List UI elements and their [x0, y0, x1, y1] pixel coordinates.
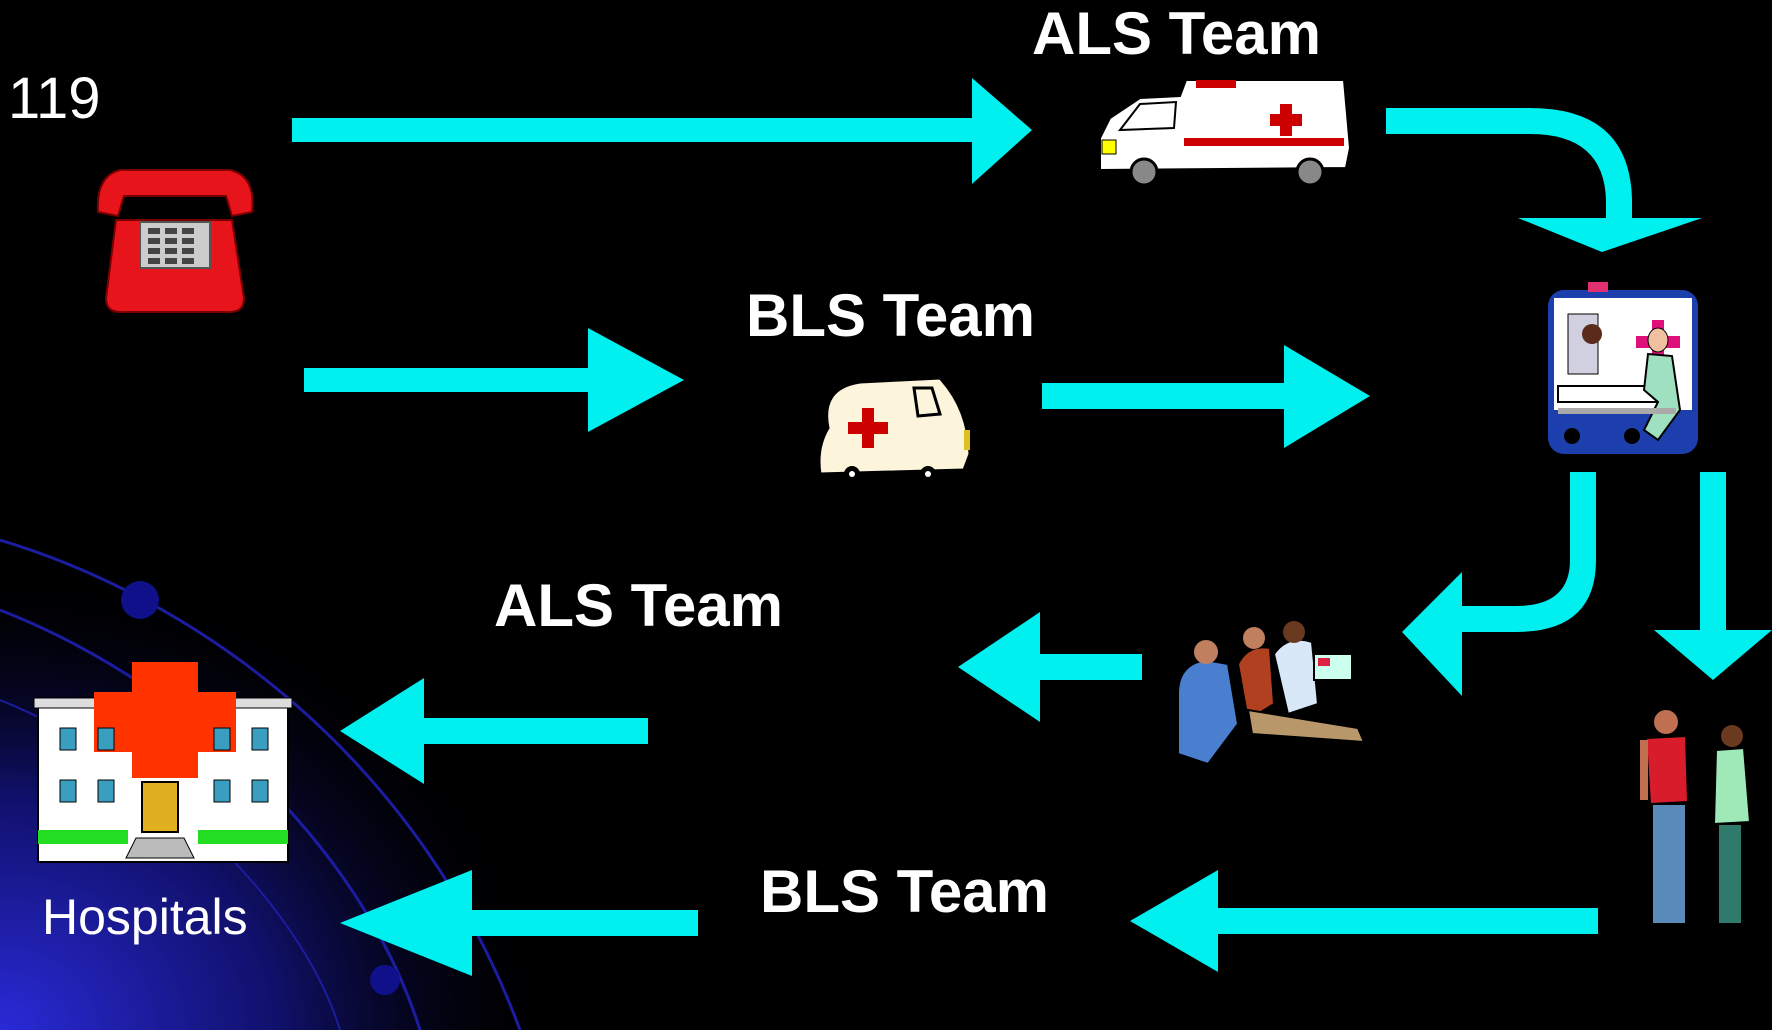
- arrow-stretcher-to-cpr: [1402, 472, 1596, 696]
- hospital-icon: [33, 662, 293, 863]
- arrow-als-to-stretcher: [1386, 108, 1702, 252]
- bls-team-middle-label: BLS Team: [746, 282, 1035, 349]
- als-team-lower-label: ALS Team: [494, 572, 783, 639]
- arrow-cpr-to-als: [958, 612, 1142, 722]
- als-team-top-label: ALS Team: [1032, 0, 1321, 67]
- arrow-als-to-hospital: [340, 678, 648, 784]
- arrow-phone-to-als: [292, 78, 1032, 184]
- patient-nurse-icon: [1640, 710, 1752, 925]
- arrow-stretcher-to-patient: [1654, 472, 1772, 680]
- als-ambulance-icon: [1099, 79, 1352, 187]
- arrow-patient-to-bls: [1130, 870, 1598, 972]
- hospitals-label: Hospitals: [42, 889, 248, 945]
- arrow-bls-to-hospital: [340, 870, 698, 976]
- stretcher-paramedic-icon: [1548, 282, 1698, 454]
- call-number-label: 119: [8, 66, 101, 131]
- bls-team-bottom-label: BLS Team: [760, 858, 1049, 925]
- arrow-phone-to-bls: [304, 328, 684, 432]
- arrow-bls-to-stretcher: [1042, 345, 1370, 448]
- telephone-icon: [96, 169, 254, 313]
- bls-ambulance-icon: [817, 376, 972, 482]
- cpr-rescue-icon: [1177, 621, 1366, 766]
